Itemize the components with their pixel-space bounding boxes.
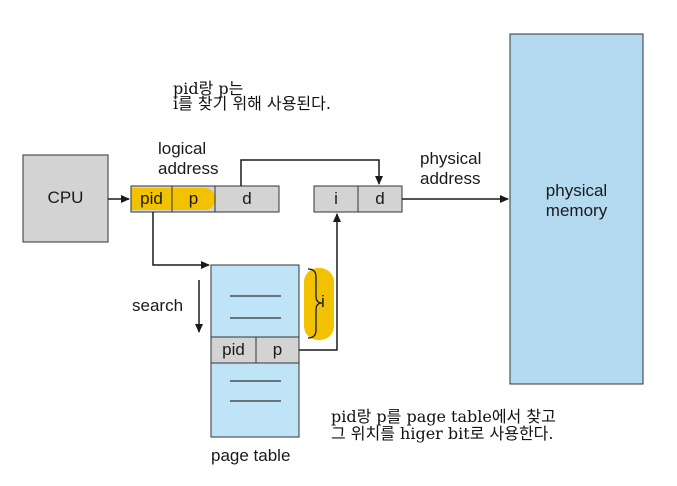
physical-address-caption-line1: physical <box>420 149 482 168</box>
physical-memory-label-line1: physical <box>545 181 608 200</box>
pid-to-table-arrow <box>152 212 210 269</box>
logical-highlight <box>131 188 215 210</box>
physical-field-i: i <box>334 189 338 208</box>
logical-address-caption-line2: address <box>158 159 219 178</box>
index-brace <box>307 268 323 339</box>
page-table-caption: page table <box>211 446 291 465</box>
search-label: search <box>132 296 184 315</box>
physical-field-d: d <box>375 189 385 208</box>
logical-field-pid: pid <box>140 189 163 208</box>
cpu-box <box>22 154 109 243</box>
physical-memory-box <box>509 33 644 385</box>
physical-address-caption-line2: address <box>420 169 481 188</box>
note-bottom-line1: pid랑 p를 page table에서 찾고 <box>331 407 556 426</box>
note-bottom-line2: 그 위치를 higer bit로 사용한다. <box>331 424 554 443</box>
table-entry-p: p <box>272 340 283 359</box>
cpu-label: CPU <box>47 188 84 207</box>
index-i-label: i <box>321 292 325 311</box>
page-table-entry-row <box>210 336 300 364</box>
logical-field-p: p <box>188 189 199 208</box>
logical-address-caption-line1: logical <box>158 139 207 158</box>
note-top-line2: i를 찾기 위해 사용된다. <box>173 94 331 113</box>
note-top-line1: pid랑 p는 <box>173 79 244 98</box>
offset-arrow <box>240 159 383 186</box>
logical-field-d: d <box>242 189 252 208</box>
table-entry-pid: pid <box>222 340 245 359</box>
physical-memory-label-line2: memory <box>545 201 608 220</box>
entry-to-frame-arrow <box>299 213 341 351</box>
